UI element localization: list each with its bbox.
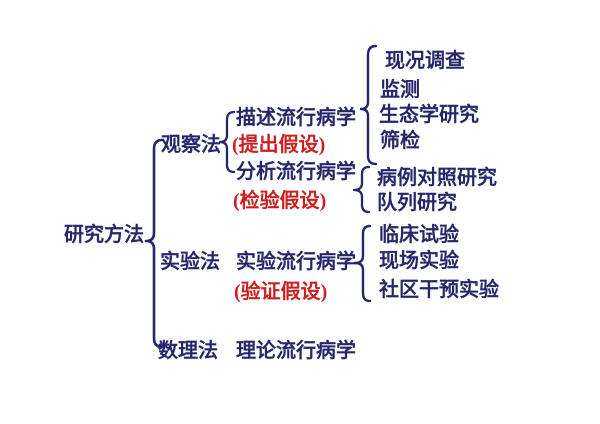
- leaf-case-control-study: 病例对照研究: [377, 167, 497, 189]
- leaf-current-status-survey: 现况调查: [385, 50, 465, 72]
- note-propose-hypothesis: (提出假设): [232, 134, 326, 156]
- brace-descriptive-leaves: [359, 44, 378, 166]
- method-label-descriptive-epi: 描述流行病学: [236, 107, 356, 129]
- brace-root: [144, 138, 164, 349]
- method-label-theoretical-epi: 理论流行病学: [236, 340, 356, 362]
- leaf-community-intervention-trial: 社区干预实验: [379, 279, 499, 301]
- leaf-clinical-trial: 临床试验: [379, 224, 459, 246]
- note-test-hypothesis: (检验假设): [233, 190, 327, 212]
- brace-observation: [218, 110, 236, 174]
- leaf-field-trial: 现场实验: [379, 250, 459, 272]
- branch-label-mathematical: 数理法: [158, 340, 218, 362]
- note-verify-hypothesis: (验证假设): [234, 281, 328, 303]
- branch-label-experiment: 实验法: [160, 251, 220, 273]
- branch-label-observation: 观察法: [161, 134, 221, 156]
- leaf-cohort-study: 队列研究: [377, 192, 457, 214]
- brace-experimental-leaves: [353, 224, 372, 303]
- root-label: 研究方法: [64, 224, 144, 246]
- brace-analytical-leaves: [352, 165, 371, 214]
- leaf-screening: 筛检: [380, 130, 420, 152]
- method-label-experimental-epi: 实验流行病学: [236, 251, 356, 273]
- leaf-surveillance: 监测: [380, 79, 420, 101]
- method-label-analytical-epi: 分析流行病学: [236, 161, 356, 183]
- leaf-ecological-study: 生态学研究: [379, 104, 479, 126]
